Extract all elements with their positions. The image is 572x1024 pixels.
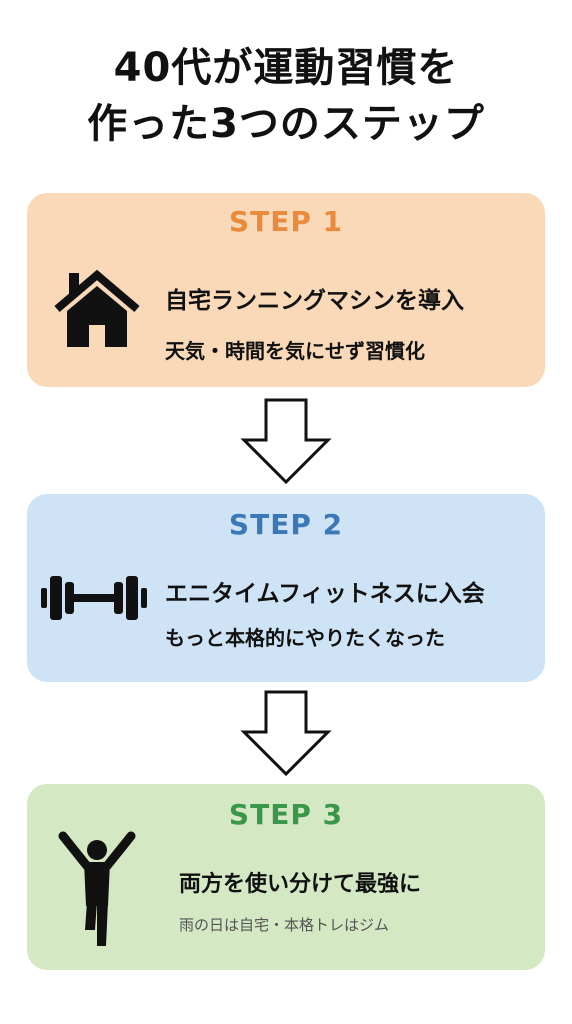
- step-1-label: STEP 1: [228, 205, 344, 238]
- page-title: 40代が運動習慣を 作った3つのステップ: [0, 40, 572, 152]
- page-title-line-1: 40代が運動習慣を: [113, 45, 459, 91]
- step-3-sub-text: 雨の日は自宅・本格トレはジム: [179, 916, 390, 934]
- house-icon: [54, 269, 140, 347]
- step-1-main-text: 自宅ランニングマシンを導入: [165, 288, 464, 314]
- page-title-line-2: 作った3つのステップ: [87, 101, 485, 147]
- step-3-main-text: 両方を使い分けて最強に: [179, 872, 422, 897]
- step-2-main-text: エニタイムフィットネスに入会: [165, 581, 485, 607]
- person-raising-arms-icon: [58, 831, 136, 946]
- step-1-card: STEP 1 自宅ランニングマシンを導入 天気・時間を気にせず習慣化: [27, 193, 545, 387]
- step-3-card: STEP 3 両方を使い分けて最強に 雨の日は自宅・本格トレはジム: [27, 784, 545, 970]
- step-1-sub-text: 天気・時間を気にせず習慣化: [165, 339, 425, 363]
- down-arrow-icon: [240, 398, 332, 484]
- down-arrow-icon: [240, 690, 332, 776]
- step-2-sub-text: もっと本格的にやりたくなった: [165, 626, 445, 650]
- step-2-label: STEP 2: [228, 508, 344, 541]
- step-2-card: STEP 2 エニタイムフィットネスに入会 もっと本格的にやりたくなった: [27, 494, 545, 682]
- dumbbell-icon: [41, 576, 147, 620]
- step-3-label: STEP 3: [228, 798, 344, 831]
